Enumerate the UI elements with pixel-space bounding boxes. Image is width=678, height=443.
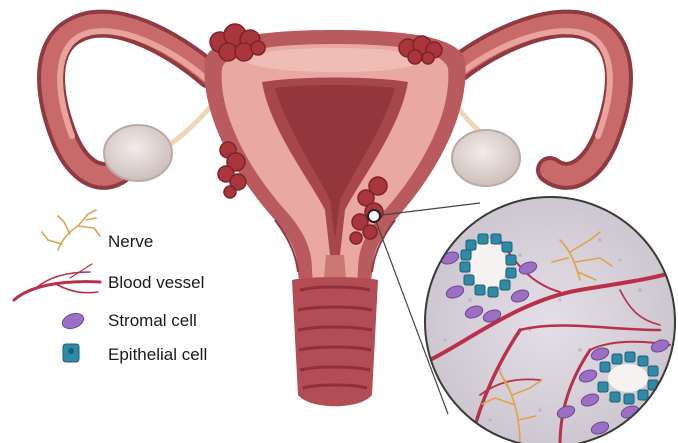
uterus	[204, 30, 465, 406]
magnified-tissue-view	[425, 197, 678, 443]
ovary-right	[452, 130, 520, 186]
legend-label-stromal-cell: Stromal cell	[108, 311, 197, 331]
nerve-icon	[42, 210, 100, 250]
legend-label-nerve: Nerve	[108, 232, 153, 252]
stromal-cell-icon	[60, 311, 85, 332]
legend-label-blood-vessel: Blood vessel	[108, 273, 204, 293]
zoom-point	[368, 210, 380, 222]
ovary-left	[104, 125, 172, 181]
blood-vessel-icon	[14, 264, 100, 300]
legend-label-epithelial-cell: Epithelial cell	[108, 345, 207, 365]
epithelial-cell-icon	[63, 344, 79, 362]
